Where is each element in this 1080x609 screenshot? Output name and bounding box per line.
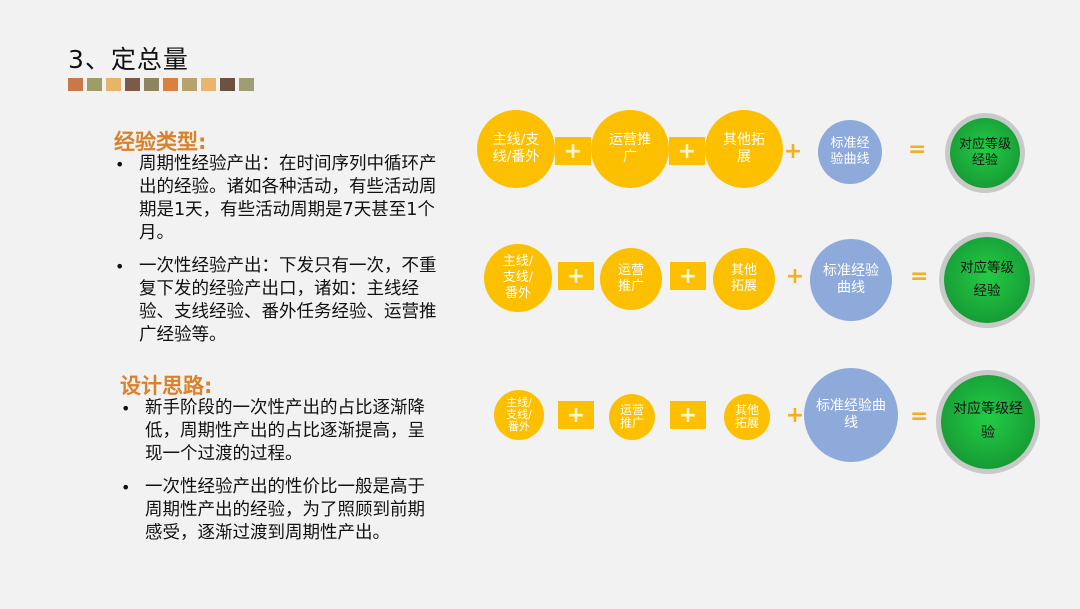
circle-label: 运营推广 (617, 262, 644, 294)
color-swatch (106, 78, 121, 91)
circle-label: 对应等级经验 (959, 136, 1012, 168)
plus-sign: + (669, 137, 705, 165)
plus-sign: + (558, 262, 594, 290)
bullet-transition: 新手阶段的一次性产出的占比逐渐降低，周期性产出的占比逐渐提高，呈现一个过渡的过程… (120, 397, 438, 466)
circle-label: 运营推广 (609, 131, 651, 166)
other-extensions-circle: 其他拓展 (724, 394, 770, 440)
color-swatch-bar (68, 78, 254, 91)
color-swatch (144, 78, 159, 91)
section-heading-experience-types: 经验类型: (114, 130, 207, 154)
color-swatch (125, 78, 140, 91)
circle-label: 其他拓展 (734, 402, 759, 430)
equals-sign: = (910, 404, 929, 429)
equals-sign: = (910, 264, 929, 289)
operations-promo-circle: 运营推广 (600, 248, 662, 310)
circle-label: 对应等级经验 (953, 401, 1023, 441)
circle-label: 运营推广 (619, 402, 644, 430)
color-swatch (87, 78, 102, 91)
circle-label: 对应等级经验 (960, 260, 1014, 299)
color-swatch (68, 78, 83, 91)
experience-types-list: 周期性经验产出：在时间序列中循环产出的经验。诸如各种活动，有些活动周期是1天，有… (114, 153, 444, 357)
main-side-extra-circle: 主线/支线/番外 (477, 110, 555, 188)
circle-label: 主线/支线/番外 (492, 131, 540, 166)
plus-sign: + (785, 402, 805, 428)
color-swatch (163, 78, 178, 91)
circle-label: 标准经验曲线 (816, 397, 886, 432)
level-exp-result-circle: 对应等级经验 (944, 237, 1030, 323)
plus-sign: + (558, 401, 594, 429)
level-exp-result-circle: 对应等级经验 (941, 375, 1035, 469)
plus-sign: + (670, 401, 706, 429)
color-swatch (220, 78, 235, 91)
circle-label: 其他拓展 (730, 262, 757, 294)
equals-sign: = (908, 137, 927, 162)
circle-label: 标准经验曲线 (830, 135, 870, 167)
standard-exp-curve-circle: 标准经验曲线 (818, 120, 882, 184)
circle-label: 标准经验曲线 (823, 262, 879, 297)
level-exp-result-circle: 对应等级经验 (950, 118, 1020, 188)
section-heading-design-approach: 设计思路: (120, 374, 213, 398)
circle-label: 其他拓展 (723, 131, 765, 166)
main-side-extra-circle: 主线/支线/番外 (484, 244, 552, 312)
color-swatch (239, 78, 254, 91)
circle-label: 主线/支线/番外 (502, 253, 534, 302)
design-approach-list: 新手阶段的一次性产出的占比逐渐降低，周期性产出的占比逐渐提高，呈现一个过渡的过程… (120, 397, 438, 555)
main-side-extra-circle: 主线/支线/番外 (494, 390, 544, 440)
other-extensions-circle: 其他拓展 (705, 110, 783, 188)
bullet-periodic: 周期性经验产出：在时间序列中循环产出的经验。诸如各种活动，有些活动周期是1天，有… (114, 153, 444, 245)
plus-sign: + (670, 262, 706, 290)
operations-promo-circle: 运营推广 (609, 394, 655, 440)
bullet-cost-performance: 一次性经验产出的性价比一般是高于周期性产出的经验，为了照顾到前期感受，逐渐过渡到… (120, 476, 438, 545)
plus-sign: + (783, 138, 803, 164)
plus-sign: + (785, 263, 805, 289)
circle-label: 主线/支线/番外 (506, 395, 532, 434)
slide-title: 3、定总量 (68, 45, 189, 74)
color-swatch (182, 78, 197, 91)
standard-exp-curve-circle: 标准经验曲线 (810, 239, 892, 321)
other-extensions-circle: 其他拓展 (713, 248, 775, 310)
standard-exp-curve-circle: 标准经验曲线 (804, 368, 898, 462)
bullet-one-time: 一次性经验产出：下发只有一次，不重复下发的经验产出口，诸如：主线经验、支线经验、… (114, 255, 444, 347)
plus-sign: + (555, 137, 591, 165)
color-swatch (201, 78, 216, 91)
operations-promo-circle: 运营推广 (591, 110, 669, 188)
